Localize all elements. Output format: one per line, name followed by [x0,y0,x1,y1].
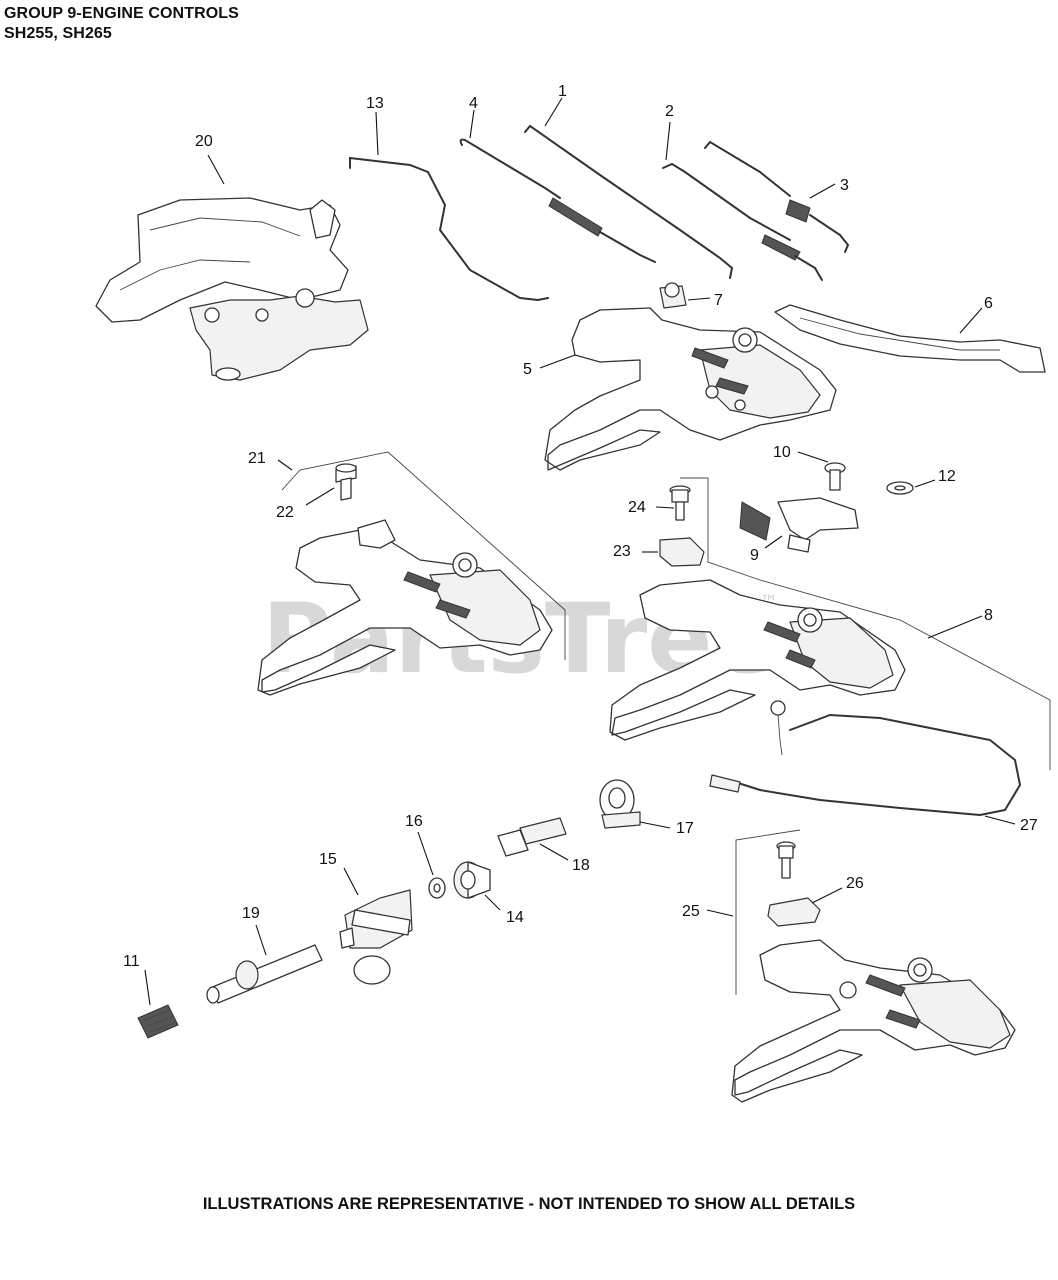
part-8-group [680,477,1051,770]
callout-25: 25 [682,903,700,920]
part-19-shaft [206,944,323,1004]
callout-19: 19 [242,905,260,922]
part-14-bushing [453,861,491,899]
callout-2: 2 [665,103,674,120]
part-25-group [735,829,801,995]
callout-14: 14 [506,909,524,926]
part-25-control-plate [731,939,1016,1103]
part-7-fitting [659,282,687,309]
part-13-rod [349,156,549,302]
callout-5: 5 [523,361,532,378]
part-3-spring [704,140,850,253]
part-16-washer [428,877,446,899]
callout-24: 24 [628,499,646,516]
part-10-screw [824,462,846,491]
part-15-lever-bracket [339,889,413,985]
part-23-clip [659,537,705,567]
part-27-cable [709,713,1022,817]
model-subtitle: SH255, SH265 [4,25,112,42]
callout-27: 27 [1020,817,1038,834]
part-18-shoulder-bolt [497,817,567,857]
part-6-bracket [774,304,1046,373]
callout-16: 16 [405,813,423,830]
callout-20: 20 [195,133,213,150]
callout-10: 10 [773,444,791,461]
callout-4: 4 [469,95,478,112]
callout-15: 15 [319,851,337,868]
callout-9: 9 [750,547,759,564]
callout-3: 3 [840,177,849,194]
part-9-bracket [739,497,859,553]
part-17-clamp [599,779,641,829]
part-4-spring-rod [459,138,656,263]
callout-18: 18 [572,857,590,874]
part-12-washer [886,481,914,495]
part-1-rod [524,124,734,279]
callout-23: 23 [613,543,631,560]
part-25-bolt [776,841,796,879]
callout-1: 1 [558,83,567,100]
part-5-control-plate [544,307,837,471]
callout-13: 13 [366,95,384,112]
callout-12: 12 [938,468,956,485]
part-21-control-plate [257,519,553,696]
callout-6: 6 [984,295,993,312]
part-2-rod [662,162,823,281]
part-24-bolt [669,485,691,521]
part-11-spring [137,1004,179,1039]
part-21-group [281,451,566,660]
callout-7: 7 [714,292,723,309]
callout-22: 22 [276,504,294,521]
callout-17: 17 [676,820,694,837]
part-26-clip [767,897,821,927]
leader-lines [144,97,1016,1006]
callout-labels: 1 2 3 4 5 6 7 8 9 10 11 12 13 14 15 16 1… [123,83,1038,970]
callout-8: 8 [984,607,993,624]
part-22-bolt [335,463,357,501]
callout-11: 11 [123,953,140,970]
callout-26: 26 [846,875,864,892]
part-20-control-assembly [95,197,369,381]
disclaimer-note: ILLUSTRATIONS ARE REPRESENTATIVE - NOT I… [202,1195,856,1213]
callout-21: 21 [248,450,266,467]
part-8-control-plate [609,579,906,756]
page-title: GROUP 9-ENGINE CONTROLS [4,5,239,22]
